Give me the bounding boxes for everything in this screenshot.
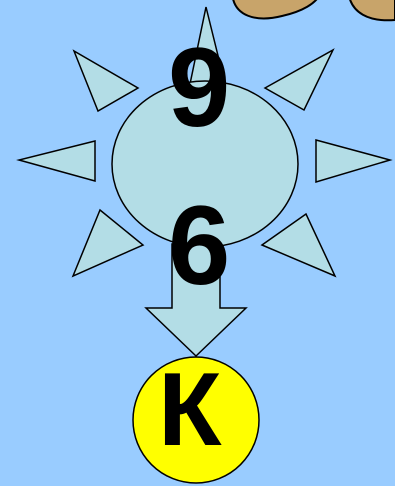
sun-ray-upper-left xyxy=(74,51,138,111)
sun-ray-lower-left xyxy=(73,210,143,276)
cloud-shape-right xyxy=(348,0,395,20)
sun-ray-upper-right xyxy=(265,50,333,110)
sun-digit-top: 9 xyxy=(168,32,230,144)
sun-ray-lower-right xyxy=(262,214,335,276)
circle-letter: К xyxy=(158,358,221,462)
sun-digit-bottom: 6 xyxy=(168,190,230,302)
sun-ray-right xyxy=(316,140,390,182)
sun-ray-left xyxy=(19,141,95,181)
cloud-shape-left xyxy=(232,0,322,18)
